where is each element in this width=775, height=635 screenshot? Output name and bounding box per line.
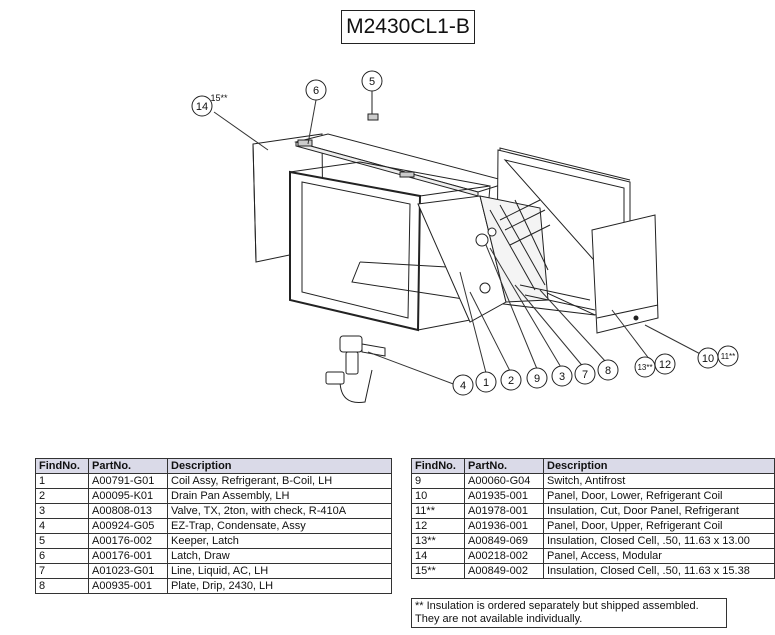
col-partno: PartNo.: [88, 458, 168, 474]
callout-8: 8: [605, 365, 611, 377]
cell-description: Insulation, Cut, Door Panel, Refrigerant: [543, 503, 775, 519]
cell-description: Latch, Draw: [167, 548, 392, 564]
cell-partno: A00924-G05: [88, 518, 168, 534]
cell-partno: A01936-001: [464, 518, 544, 534]
table-header-row: FindNo. PartNo. Description: [411, 458, 775, 474]
cell-findno: 7: [35, 563, 89, 579]
cell-findno: 9: [411, 473, 465, 489]
cell-description: Insulation, Closed Cell, .50, 11.63 x 13…: [543, 533, 775, 549]
cell-findno: 8: [35, 578, 89, 594]
cell-partno: A00176-002: [88, 533, 168, 549]
callout-9: 9: [534, 373, 540, 385]
table-header-row: FindNo. PartNo. Description: [35, 458, 392, 474]
cell-description: Panel, Door, Lower, Refrigerant Coil: [543, 488, 775, 504]
cell-description: Drain Pan Assembly, LH: [167, 488, 392, 504]
col-description: Description: [167, 458, 392, 474]
callout-10: 10: [702, 353, 714, 365]
cell-partno: A00095-K01: [88, 488, 168, 504]
door-panel-drawing: [591, 214, 659, 334]
callout-6: 6: [313, 85, 319, 97]
coil-drawing: [417, 195, 549, 323]
cell-partno: A00849-002: [464, 563, 544, 579]
callout-12: 12: [659, 359, 671, 371]
cell-findno: 15**: [411, 563, 465, 579]
cell-partno: A00791-G01: [88, 473, 168, 489]
cell-description: Panel, Access, Modular: [543, 548, 775, 564]
cell-description: Keeper, Latch: [167, 533, 392, 549]
cell-findno: 13**: [411, 533, 465, 549]
exploded-parts-diagram: 14 15** 6 5 4 1 2 9 3 7 8 13** 12 10 11*…: [191, 70, 739, 404]
insulation-note: ** Insulation is ordered separately but …: [411, 598, 727, 628]
callout-7: 7: [582, 369, 588, 381]
callout-3: 3: [559, 371, 565, 383]
callout-14: 14: [196, 101, 208, 113]
keeper-drawing: [367, 90, 379, 121]
cell-description: Valve, TX, 2ton, with check, R-410A: [167, 503, 392, 519]
cell-partno: A00218-002: [464, 548, 544, 564]
col-partno: PartNo.: [464, 458, 544, 474]
cell-partno: A01978-001: [464, 503, 544, 519]
cell-findno: 12: [411, 518, 465, 534]
front-frame-drawing: [289, 161, 491, 332]
cell-partno: A00176-001: [88, 548, 168, 564]
col-findno: FindNo.: [35, 458, 89, 474]
cell-description: Coil Assy, Refrigerant, B-Coil, LH: [167, 473, 392, 489]
cell-description: Insulation, Closed Cell, .50, 11.63 x 15…: [543, 563, 775, 579]
cell-partno: A01935-001: [464, 488, 544, 504]
cell-partno: A00808-013: [88, 503, 168, 519]
cell-description: Panel, Door, Upper, Refrigerant Coil: [543, 518, 775, 534]
callout-2: 2: [508, 375, 514, 387]
note-line-1: ** Insulation is ordered separately but …: [415, 600, 699, 612]
cell-findno: 14: [411, 548, 465, 564]
cell-partno: A01023-G01: [88, 563, 168, 579]
cell-description: Switch, Antifrost: [543, 473, 775, 489]
callout-1: 1: [483, 377, 489, 389]
cell-findno: 6: [35, 548, 89, 564]
cell-partno: A00060-G04: [464, 473, 544, 489]
callout-5: 5: [369, 76, 375, 88]
cell-findno: 11**: [411, 503, 465, 519]
cell-findno: 3: [35, 503, 89, 519]
col-description: Description: [543, 458, 775, 474]
model-title: M2430CL1-B: [341, 10, 475, 44]
cell-findno: 1: [35, 473, 89, 489]
callout-13: 13**: [637, 363, 652, 372]
cell-findno: 4: [35, 518, 89, 534]
cell-description: Plate, Drip, 2430, LH: [167, 578, 392, 594]
ez-trap-drawing: [325, 335, 386, 404]
callout-labels: 14 15** 6 5 4 1 2 9 3 7 8 13** 12 10 11*…: [196, 76, 735, 392]
callout-bubbles: [191, 70, 739, 396]
cell-findno: 5: [35, 533, 89, 549]
col-findno: FindNo.: [411, 458, 465, 474]
cell-description: EZ-Trap, Condensate, Assy: [167, 518, 392, 534]
tubing-drawing: [475, 199, 596, 311]
cell-findno: 10: [411, 488, 465, 504]
callout-4: 4: [460, 380, 466, 392]
cell-description: Line, Liquid, AC, LH: [167, 563, 392, 579]
cell-findno: 2: [35, 488, 89, 504]
note-line-2: They are not available individually.: [415, 613, 583, 625]
callout-15: 15**: [210, 93, 228, 103]
cell-partno: A00935-001: [88, 578, 168, 594]
leader-lines: [213, 90, 709, 386]
callout-11: 11**: [721, 352, 736, 361]
cell-partno: A00849-069: [464, 533, 544, 549]
